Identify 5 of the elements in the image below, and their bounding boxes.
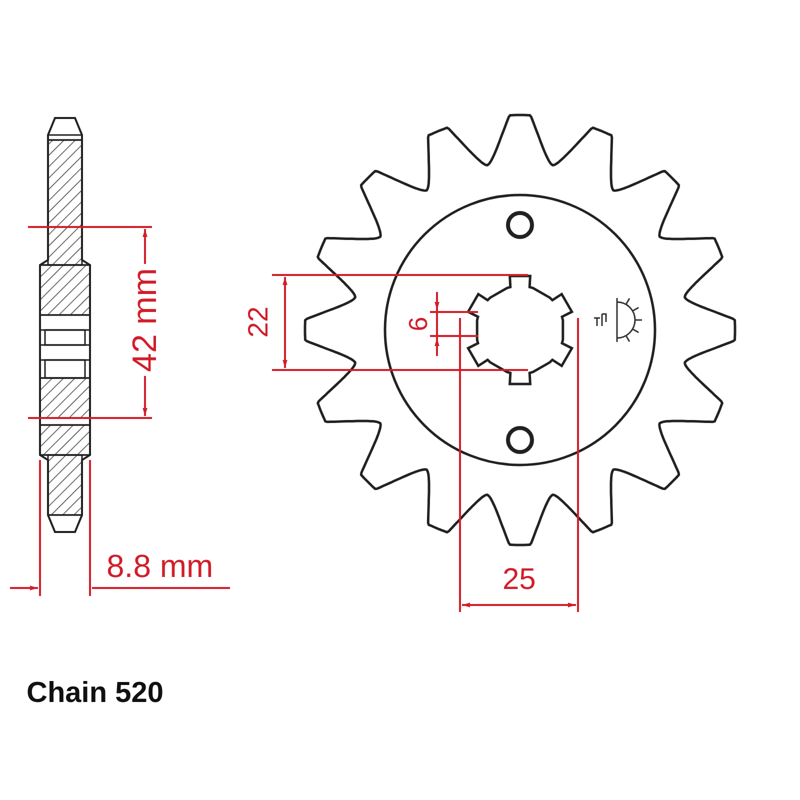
dimension-label: 22 xyxy=(244,306,272,338)
chain-size-label: Chain 520 xyxy=(26,678,164,708)
dimension-label: 8.8 mm xyxy=(106,550,214,582)
dimension-label: 6 xyxy=(405,316,432,332)
dimension-label: 25 xyxy=(502,565,536,595)
